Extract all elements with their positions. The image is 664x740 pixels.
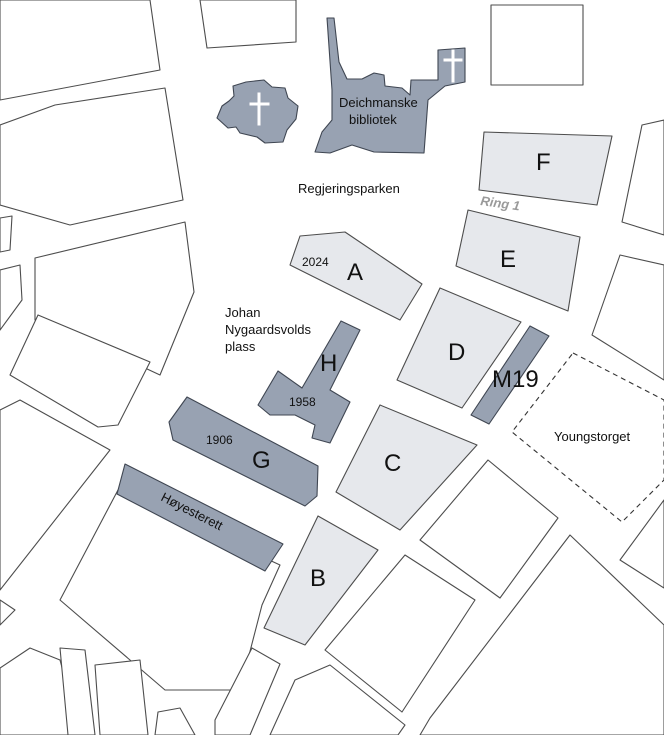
block — [9, 314, 151, 428]
church-cross-icon — [249, 92, 270, 126]
regjeringsparken-label: Regjeringsparken — [298, 181, 400, 196]
block — [199, 0, 297, 49]
building-c-label: C — [384, 450, 401, 477]
block — [0, 599, 16, 626]
building-g-label: G — [252, 447, 271, 474]
block — [591, 254, 664, 381]
hoyesterett-building — [116, 463, 284, 572]
year-h-label: 1958 — [289, 395, 316, 409]
block — [0, 0, 161, 101]
new-buildings — [263, 131, 613, 646]
building-a-label: A — [347, 259, 363, 286]
block — [34, 221, 195, 376]
deichmanske-label-line2: bibliotek — [349, 112, 397, 127]
year-a-label: 2024 — [302, 255, 329, 269]
block — [154, 707, 196, 736]
block — [324, 554, 476, 713]
building-d-label: D — [448, 339, 465, 366]
block — [419, 534, 664, 736]
block — [269, 664, 406, 736]
block — [621, 119, 664, 236]
johan-label-line1: Johan — [225, 305, 260, 320]
deichmanske-bibliotek — [314, 17, 466, 154]
existing-buildings — [116, 17, 550, 572]
block — [0, 215, 13, 253]
block — [0, 399, 111, 591]
building-g — [168, 396, 319, 507]
johan-label-line3: plass — [225, 339, 256, 354]
building-b — [263, 515, 379, 646]
block — [0, 87, 184, 226]
block — [419, 459, 559, 599]
building-h — [257, 320, 361, 444]
youngstorget-label: Youngstorget — [554, 429, 631, 444]
johan-label-line2: Nygaardsvolds — [225, 322, 311, 337]
building-e — [455, 209, 581, 312]
church-cross-icon — [443, 49, 463, 83]
year-g-label: 1906 — [206, 433, 233, 447]
building-d — [396, 287, 522, 409]
building-h-label: H — [320, 350, 337, 377]
deichmanske-label-line1: Deichmanske — [339, 95, 418, 110]
building-m19-label: M19 — [492, 366, 539, 393]
block — [0, 264, 23, 331]
building-e-label: E — [500, 246, 516, 273]
building-c — [335, 404, 478, 531]
building-m19 — [470, 325, 550, 425]
ring1-label: Ring 1 — [480, 193, 521, 213]
block — [490, 4, 584, 86]
building-f — [478, 131, 613, 206]
building-a — [289, 231, 423, 321]
building-f-label: F — [536, 149, 551, 176]
block — [214, 647, 281, 736]
building-b-label: B — [310, 565, 326, 592]
block — [94, 659, 149, 736]
block — [619, 499, 664, 589]
youngstorget-square — [511, 352, 664, 523]
